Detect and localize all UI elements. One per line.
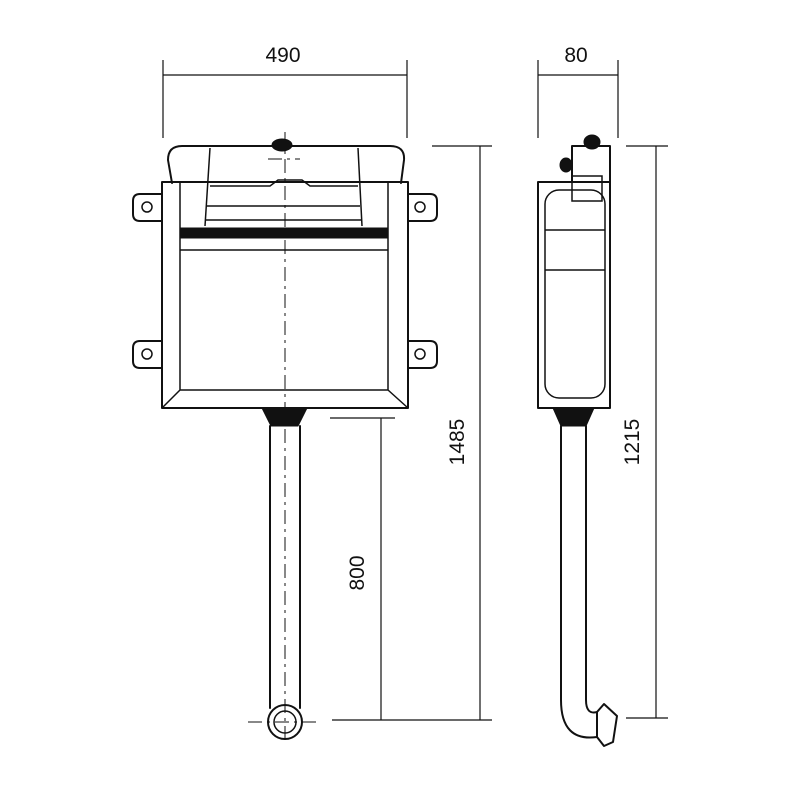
front-flush-button <box>271 138 293 152</box>
front-lid <box>167 145 406 184</box>
side-tank-inner <box>544 189 606 399</box>
front-outlet-cone <box>261 407 308 427</box>
front-bracket-hole <box>141 201 153 213</box>
side-flush-pipe <box>560 425 598 739</box>
front-tank-band <box>179 227 389 239</box>
front-bracket-bottom-right <box>407 340 438 369</box>
front-tank-inner <box>161 182 409 409</box>
front-bracket-top-right <box>407 193 438 222</box>
front-view <box>132 132 438 742</box>
front-bracket-hole <box>141 348 153 360</box>
front-bracket-hole <box>414 348 426 360</box>
side-valve-knob <box>559 157 573 173</box>
dimension-label-pipe-length: 800 <box>346 555 369 590</box>
side-pipe-fitting <box>596 703 618 747</box>
front-lid-inner <box>204 147 363 227</box>
side-outlet-cone <box>552 407 595 427</box>
front-bracket-hole <box>414 201 426 213</box>
front-flush-pipe <box>269 425 301 709</box>
side-tank-outer <box>537 181 611 409</box>
dimension-label-width: 490 <box>265 44 300 67</box>
dimension-label-depth: 80 <box>564 44 587 67</box>
front-bracket-top-left <box>132 193 163 222</box>
side-valve-lower <box>571 175 603 202</box>
dimension-label-side-height: 1215 <box>621 419 644 466</box>
dimension-lines <box>162 60 668 721</box>
front-bracket-bottom-left <box>132 340 163 369</box>
dimension-label-front-height: 1485 <box>446 419 469 466</box>
side-view <box>537 134 618 747</box>
